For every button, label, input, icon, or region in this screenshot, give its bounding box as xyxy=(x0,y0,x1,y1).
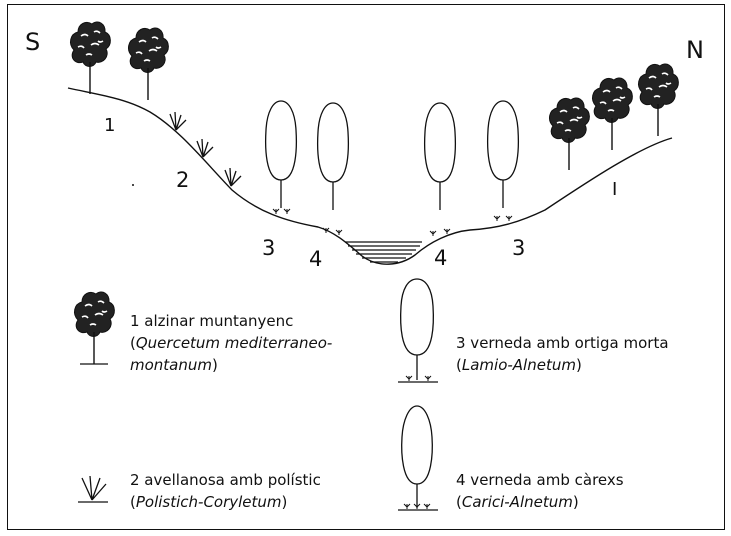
alder-tree-icon xyxy=(318,103,349,210)
zone-2-label: 2 xyxy=(176,170,189,191)
south-label: S xyxy=(25,30,40,54)
zone-4-left-label: 4 xyxy=(309,249,322,270)
dot-mark xyxy=(132,184,134,186)
zone-1-left-label: 1 xyxy=(104,117,115,135)
nettle-tufts xyxy=(273,209,512,221)
holm-oak-tree-icon xyxy=(129,28,169,100)
zone-3-left-label: 3 xyxy=(262,238,275,259)
zone-3-right-label: 3 xyxy=(512,238,525,259)
legend-2-title: 2 avellanosa amb polístic xyxy=(130,469,321,491)
legend-1-latin-line-1: (Quercetum mediterraneo- xyxy=(130,332,332,354)
fern-icon xyxy=(170,112,186,130)
alder-tree-icon xyxy=(488,101,519,208)
sedge-tufts xyxy=(323,228,450,236)
legend-4-title: 4 verneda amb càrexs xyxy=(456,469,624,491)
legend-entry-4: 4 verneda amb càrexs (Carici-Alnetum) xyxy=(456,469,624,513)
zone-4-right-label: 4 xyxy=(434,248,447,269)
legend-holm-oak-icon xyxy=(75,292,115,364)
holm-oak-tree-icon xyxy=(550,98,590,170)
legend-entry-1: 1 alzinar muntanyenc (Quercetum mediterr… xyxy=(130,310,332,376)
legend-alder-sedge-icon xyxy=(398,406,438,510)
legend-3-title: 3 verneda amb ortiga morta xyxy=(456,332,669,354)
holm-oak-tree-icon xyxy=(639,64,679,136)
zone-1-right-label: I xyxy=(612,181,617,199)
holm-oak-tree-icon xyxy=(71,22,111,94)
legend-1-latin-line-2: montanum) xyxy=(130,354,332,376)
fern-icon xyxy=(225,168,241,186)
legend-1-title: 1 alzinar muntanyenc xyxy=(130,310,332,332)
legend-4-latin: (Carici-Alnetum) xyxy=(456,491,624,513)
legend-alder-nettle-icon xyxy=(398,279,438,382)
alder-tree-icon xyxy=(266,101,297,208)
legend-entry-3: 3 verneda amb ortiga morta (Lamio-Alnetu… xyxy=(456,332,669,376)
legend-3-latin: (Lamio-Alnetum) xyxy=(456,354,669,376)
legend-entry-2: 2 avellanosa amb polístic (Polistich-Cor… xyxy=(130,469,321,513)
legend-2-latin: (Polistich-Coryletum) xyxy=(130,491,321,513)
alder-tree-icon xyxy=(425,103,456,210)
north-label: N xyxy=(686,38,704,62)
holm-oak-tree-icon xyxy=(593,78,633,150)
legend-fern-icon xyxy=(78,476,108,502)
